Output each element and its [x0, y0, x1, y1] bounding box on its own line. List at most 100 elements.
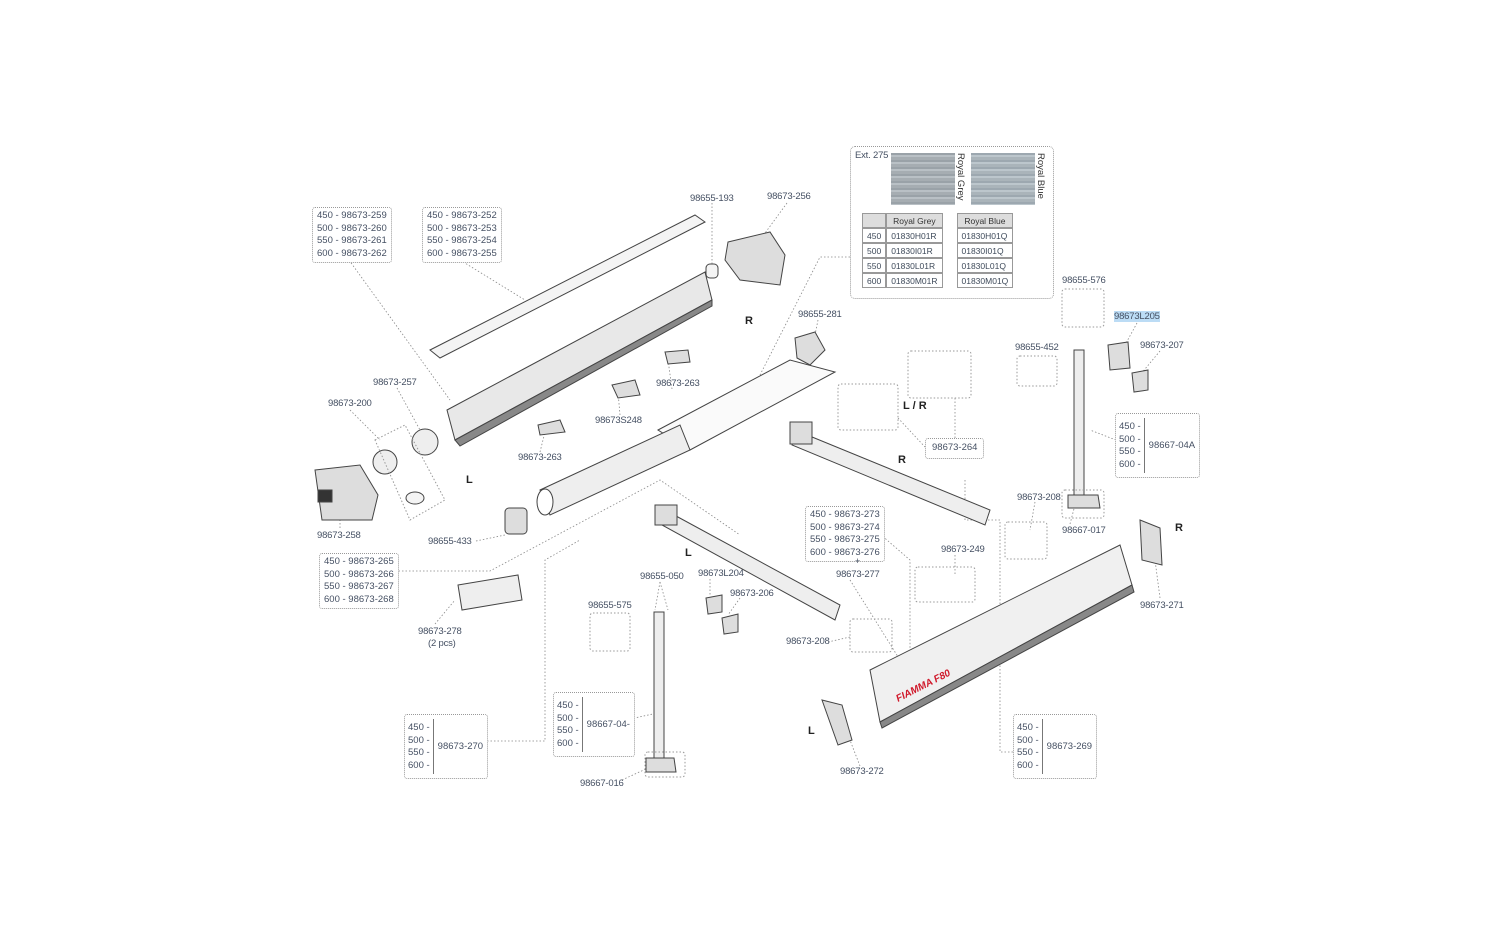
size-code: 450 - 98673-252	[427, 210, 497, 221]
left-end-cap-part	[411, 428, 439, 456]
size-code: 500 - 98673-260	[317, 222, 387, 234]
part-label: 98673-264	[925, 438, 985, 459]
size: 500 -	[557, 712, 579, 724]
side-mark: L	[808, 725, 815, 737]
size: 600 -	[557, 737, 579, 749]
leg-right-sizes: 450 -500 -550 -600 - 98667-04A	[1115, 413, 1201, 478]
cell: 500	[862, 243, 887, 258]
left-front-cap-part	[821, 699, 853, 746]
part-label: 98673-249	[941, 544, 985, 555]
right-end-cap-part	[724, 231, 786, 286]
right-front-cap-part	[1139, 519, 1163, 566]
left-cover-part	[314, 464, 379, 521]
part-label: 98673-263	[518, 452, 562, 463]
part-code: 98667-04-	[586, 719, 630, 730]
part-label: 98655-193	[690, 193, 734, 204]
cell: 01830I01R	[886, 243, 943, 258]
part-label: 98673-208	[786, 636, 830, 647]
part-label-highlighted[interactable]: 98673L205	[1114, 311, 1160, 322]
part-label: 98673-200	[328, 398, 372, 409]
cell: 01830M01R	[886, 273, 943, 288]
side-mark: R	[745, 315, 753, 327]
plus-mark: +	[855, 556, 861, 566]
size-code: 550 - 98673-275	[810, 534, 880, 545]
bushing-part	[705, 263, 719, 279]
size-code: 600 - 98673-262	[317, 247, 387, 259]
size: 550 -	[408, 747, 430, 758]
right-leg-part	[1073, 349, 1085, 501]
side-mark: R	[898, 454, 906, 466]
part-label: 98673-208	[1017, 492, 1061, 503]
side-mark: L	[466, 474, 473, 486]
roller-sizes: 450 -500 -550 -600 - 98673-269	[1013, 714, 1098, 779]
part-label: 98673L204	[698, 568, 744, 579]
part-label: 98655-576	[1062, 275, 1106, 286]
part-label: 98655-575	[588, 600, 632, 611]
size: 600 -	[1119, 458, 1141, 470]
part-label: 98673-206	[730, 588, 774, 599]
header-cell: Royal Blue	[956, 213, 1014, 228]
size-code: 500 - 98673-266	[324, 568, 394, 580]
size-code: 600 - 98673-255	[427, 247, 497, 259]
part-groups	[374, 288, 1105, 778]
header-cell	[862, 213, 887, 228]
part-label: 98673-257	[373, 377, 417, 388]
parts	[314, 214, 1163, 773]
part-label: 98673-207	[1140, 340, 1184, 351]
front-bar-sizes: 450 - 98673-273 500 - 98673-274 550 - 98…	[805, 506, 885, 562]
leader-lines	[339, 202, 1161, 781]
cell: 01830L01Q	[956, 258, 1014, 273]
front-cover-sizes: 450 - 98673-259 500 - 98673-260 550 - 98…	[312, 207, 392, 263]
cell: 450	[862, 228, 887, 243]
side-mark: L / R	[903, 400, 927, 412]
size: 450 -	[1017, 722, 1039, 733]
part-label: 98673-258	[317, 530, 361, 541]
part-label: 98667-017	[1062, 525, 1106, 536]
size: 500 -	[408, 734, 430, 746]
size-code: 450 - 98673-259	[317, 210, 387, 221]
fabric-panel: Ext. 275 Royal Grey Royal Blue Royal Gre…	[850, 146, 1054, 299]
part-label: 98655-281	[798, 309, 842, 320]
roller-tube-part	[539, 424, 691, 516]
leg-left-sizes: 450 -500 -550 -600 - 98667-04-	[553, 692, 635, 757]
cell: 01830L01R	[886, 258, 943, 273]
part-label: 98673-277	[836, 569, 880, 580]
size-code: 600 - 98673-268	[324, 593, 394, 605]
cell: 01830I01Q	[956, 243, 1014, 258]
part-label: 98673S248	[595, 415, 642, 426]
size-code: 600 - 98673-276	[810, 546, 880, 558]
part-label: 98673-278	[418, 626, 462, 637]
top-cover-part	[429, 214, 706, 359]
size: 550 -	[557, 725, 579, 736]
top-cover-sizes: 450 - 98673-252 500 - 98673-253 550 - 98…	[422, 207, 502, 263]
rail-sizes: 450 - 98673-265 500 - 98673-266 550 - 98…	[319, 553, 399, 609]
roller-plug-part	[504, 507, 528, 535]
cell: 600	[862, 273, 887, 288]
part-code: 98667-04A	[1148, 440, 1196, 451]
part-code: 98673-270	[437, 741, 484, 752]
cell: 01830M01Q	[956, 273, 1014, 288]
side-mark: R	[1175, 522, 1183, 534]
side-mark: L	[685, 547, 692, 559]
size: 450 -	[408, 722, 430, 733]
size-code: 500 - 98673-274	[810, 521, 880, 533]
part-label: 98667-016	[580, 778, 624, 789]
size: 450 -	[1119, 421, 1141, 432]
part-label: 98655-433	[428, 536, 472, 547]
size: 500 -	[1119, 433, 1141, 445]
size-code: 450 - 98673-273	[810, 509, 880, 520]
ext-label: Ext. 275	[855, 150, 889, 161]
cell: 01830H01Q	[956, 228, 1014, 243]
size: 500 -	[1017, 734, 1039, 746]
part-quantity: (2 pcs)	[428, 638, 456, 649]
cell: 01830H01R	[886, 228, 943, 243]
size-code: 550 - 98673-267	[324, 581, 394, 592]
size: 550 -	[1119, 446, 1141, 457]
swatch-label: Royal Blue	[1035, 153, 1046, 199]
part-label: 98655-050	[640, 571, 684, 582]
